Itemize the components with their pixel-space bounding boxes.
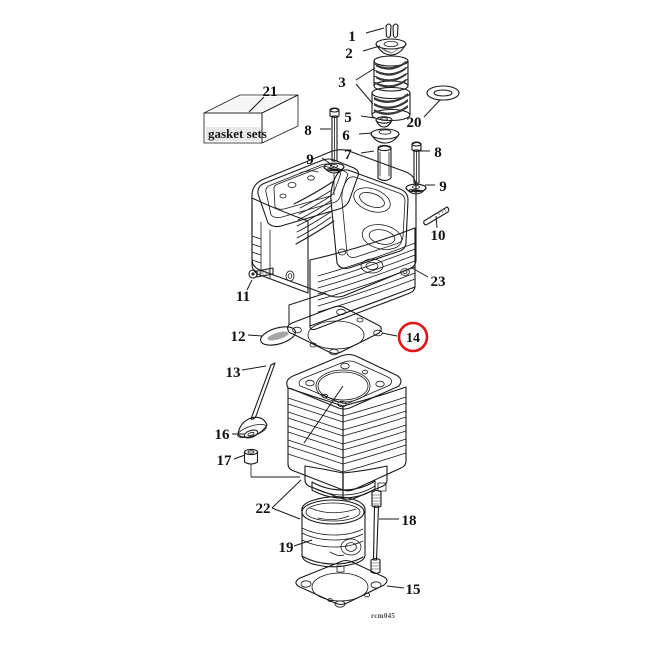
leader-gasket-up xyxy=(288,292,327,325)
dowel-pin-part xyxy=(243,448,300,478)
leader-22a xyxy=(271,479,302,509)
callout-8-right: 8 xyxy=(434,145,442,161)
callout-8-left: 8 xyxy=(304,123,312,139)
dowel-stud-part xyxy=(423,206,450,226)
callout-13: 13 xyxy=(226,365,241,381)
leader-14 xyxy=(381,332,398,337)
head-bolt-left-part xyxy=(329,107,340,162)
callout-15: 15 xyxy=(406,582,421,598)
callout-16: 16 xyxy=(215,427,231,443)
o-ring-part xyxy=(243,429,259,439)
callout-3: 3 xyxy=(338,75,346,91)
callout-9-right: 9 xyxy=(439,179,447,195)
callout-1: 1 xyxy=(348,29,356,45)
callout-20: 20 xyxy=(407,115,422,131)
leader-21 xyxy=(248,96,265,113)
cylinder-part xyxy=(286,353,407,501)
valve-springs-part xyxy=(371,55,411,122)
pushrod-part xyxy=(370,489,382,575)
head-bolt-right-part xyxy=(411,141,422,184)
callout-17: 17 xyxy=(217,453,233,469)
gasket-sets-label: gasket sets xyxy=(208,126,267,141)
valve-guide-part xyxy=(377,144,392,182)
callout-22: 22 xyxy=(256,501,271,517)
callout-2: 2 xyxy=(345,46,353,62)
valve-keepers-part xyxy=(385,23,399,39)
callout-leaders xyxy=(232,27,438,589)
head-gasket-part xyxy=(287,305,383,356)
leader-bore xyxy=(303,385,344,444)
callout-23: 23 xyxy=(431,274,446,290)
callout-labels: 1 2 3 5 6 7 8 9 8 9 10 11 12 13 15 16 17… xyxy=(215,29,447,598)
callout-18: 18 xyxy=(402,513,417,529)
callout-12: 12 xyxy=(231,329,246,345)
spring-seat-washer-part xyxy=(375,116,393,128)
gasket-sets-box: gasket sets xyxy=(203,94,299,144)
cylinder-base-gasket-part xyxy=(295,559,388,608)
callout-9-left: 9 xyxy=(306,152,314,168)
watermark: rcm045 xyxy=(371,612,395,620)
callout-6: 6 xyxy=(342,128,350,144)
valve-spring-collar-part xyxy=(375,38,407,56)
screw-part xyxy=(248,267,274,279)
callout-19: 19 xyxy=(279,540,294,556)
highlighted-callout-14[interactable]: 14 xyxy=(397,321,429,353)
leader-20 xyxy=(423,99,441,118)
valve-seal-part xyxy=(370,128,400,144)
callout-7: 7 xyxy=(344,147,352,163)
leader-22b xyxy=(271,507,301,520)
highlight-circle xyxy=(397,321,429,353)
callout-11: 11 xyxy=(236,289,250,305)
o-ring-large-part xyxy=(426,85,460,101)
highlight-callout-label: 14 xyxy=(406,331,420,346)
callout-5: 5 xyxy=(344,110,352,126)
valve-seat-insert-part xyxy=(260,326,296,346)
callout-21: 21 xyxy=(263,84,278,100)
callout-10: 10 xyxy=(431,228,446,244)
